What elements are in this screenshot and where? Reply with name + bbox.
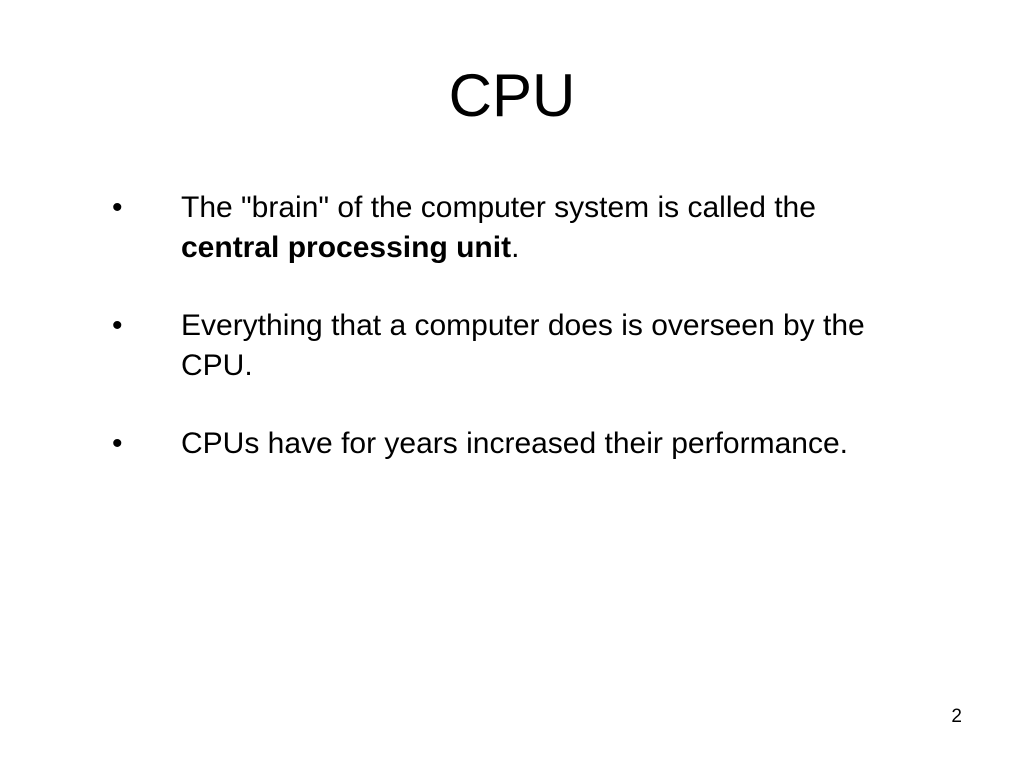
bullet-item-2: • Everything that a computer does is ove… (112, 306, 912, 386)
bullet-item-3: • CPUs have for years increased their pe… (112, 424, 912, 464)
bullet-text: CPUs have for years increased their perf… (181, 427, 848, 460)
bullet-item-1: • The "brain" of the computer system is … (112, 188, 912, 268)
bullet-marker: • (112, 427, 123, 460)
bullet-text-part: . (511, 231, 520, 264)
bullet-bold-term: central processing unit (181, 231, 512, 264)
page-number: 2 (951, 706, 962, 727)
bullet-text: Everything that a computer does is overs… (181, 309, 865, 382)
slide-title: CPU (448, 62, 576, 129)
bullet-list: • The "brain" of the computer system is … (112, 188, 912, 502)
bullet-text: The "brain" of the computer system is ca… (181, 191, 816, 264)
bullet-marker: • (112, 309, 123, 342)
bullet-marker: • (112, 191, 123, 224)
bullet-text-part: The "brain" of the computer system is ca… (181, 191, 816, 224)
